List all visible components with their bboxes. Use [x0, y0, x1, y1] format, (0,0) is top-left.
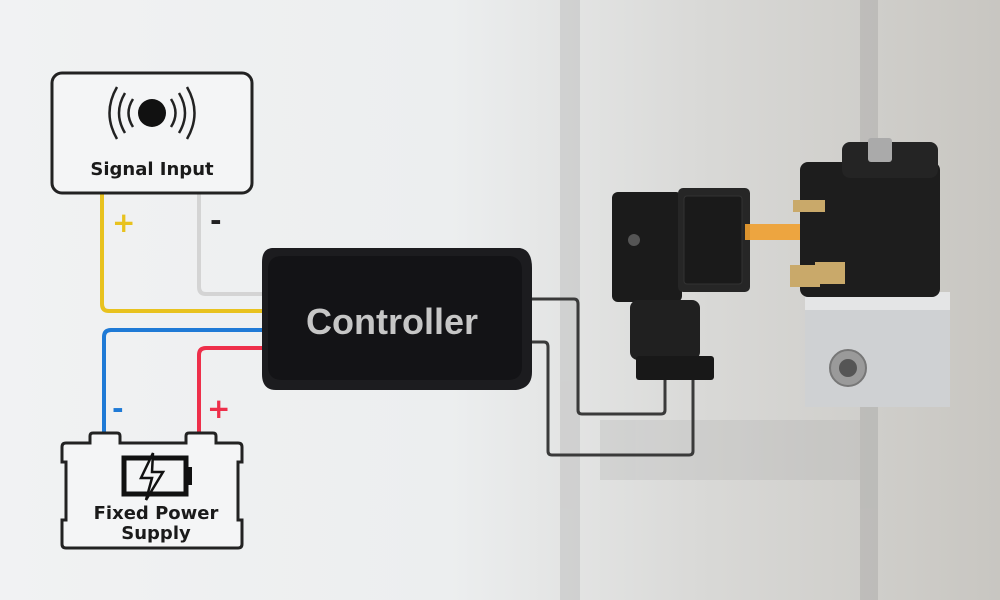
- signal-plus-wire: [100, 193, 262, 313]
- din-connector: [612, 188, 750, 380]
- signal-input-label: Signal Input: [90, 159, 214, 180]
- output-wire-2: [528, 340, 695, 457]
- signal-input-box: Signal Input: [50, 71, 254, 195]
- battery-charging-icon: [121, 452, 192, 501]
- power-supply-box: Fixed Power Supply: [60, 431, 244, 550]
- signal-waves-icon: [108, 86, 196, 140]
- power-minus-mark: -: [112, 392, 124, 425]
- controller-label: Controller: [306, 301, 478, 342]
- power-plus-mark: +: [207, 392, 230, 425]
- signal-minus-mark: -: [210, 204, 222, 237]
- output-wire-1: [528, 297, 667, 416]
- power-plus-wire: [197, 346, 262, 437]
- signal-icon: [138, 99, 166, 127]
- solenoid-valve: [790, 138, 950, 407]
- power-supply-label-line1: Fixed Power: [94, 503, 219, 524]
- controller-device: Controller: [262, 248, 532, 390]
- power-minus-wire: [102, 328, 262, 437]
- power-supply-label-line2: Supply: [121, 523, 191, 544]
- signal-minus-wire: [197, 193, 262, 296]
- signal-plus-mark: +: [112, 206, 135, 239]
